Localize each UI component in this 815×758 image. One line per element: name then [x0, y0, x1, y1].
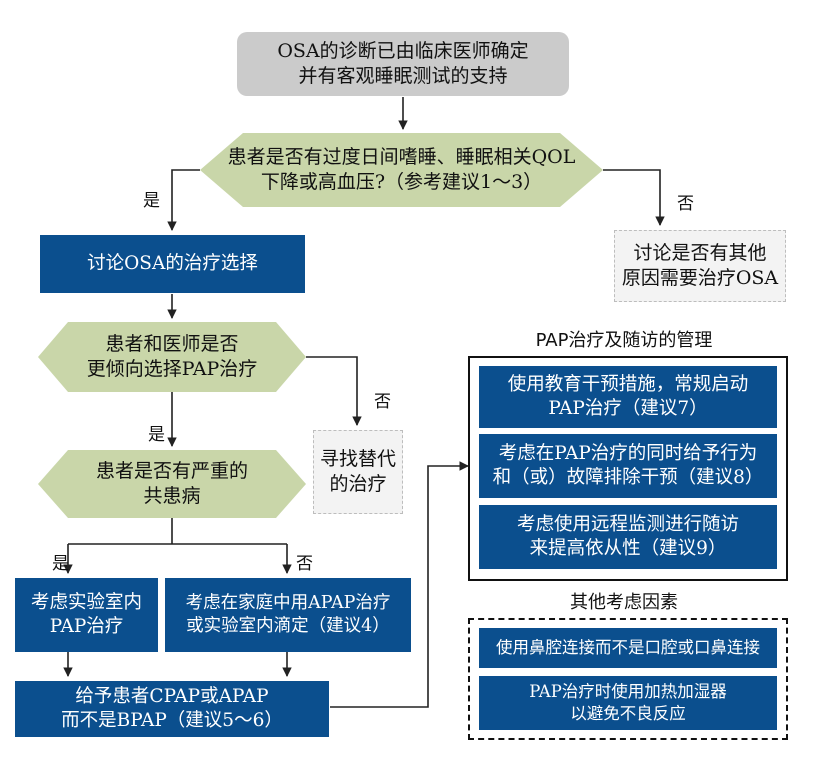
management-frame — [468, 356, 788, 581]
management-item-3-line-2: 来提高依从性（建议9） — [529, 538, 727, 559]
management-item-2: 考虑在PAP治疗的同时给予行为 和（或）故障排除干预（建议8） — [479, 434, 777, 498]
decision-shape-q2 — [38, 322, 306, 392]
management-item-2-line-2: 和（或）故障排除干预（建议8） — [492, 467, 764, 488]
q2-line-1: 患者和医师是否 — [105, 332, 239, 355]
decision-shape-q1 — [200, 133, 603, 207]
home-apap-line-2: 或实验室内滴定（建议4） — [186, 616, 390, 636]
decision-shape-q3 — [38, 450, 306, 518]
other-factor-item-1: 使用鼻腔连接而不是口腔或口鼻连接 — [479, 628, 777, 668]
decision-q2: 患者和医师是否 更倾向选择PAP治疗 — [52, 322, 292, 392]
q1-line-1: 患者是否有过度日间嗜睡、睡眠相关QOL — [227, 145, 576, 168]
alternative-line-1: 寻找替代 — [319, 447, 396, 470]
other-factors-title: 其他考虑因素 — [570, 592, 678, 613]
other-reason-line-1: 讨论是否有其他 — [633, 241, 767, 264]
q1-line-2: 下降或高血压?（参考建议1～3） — [260, 171, 543, 193]
label-q3-no: 否 — [296, 554, 313, 574]
management-item-1: 使用教育干预措施，常规启动 PAP治疗（建议7） — [479, 366, 777, 428]
cpap-line-1: 给予患者CPAP或APAP — [75, 685, 269, 707]
label-q1-yes: 是 — [143, 191, 160, 211]
arrow-q1-yes — [167, 169, 200, 231]
q3-line-2: 共患病 — [143, 485, 201, 507]
management-item-3: 考虑使用远程监测进行随访 来提高依从性（建议9） — [479, 505, 777, 569]
q3-line-1: 患者是否有严重的 — [95, 459, 248, 482]
decision-q1: 患者是否有过度日间嗜睡、睡眠相关QOL 下降或高血压?（参考建议1～3） — [214, 133, 589, 207]
management-item-2-line-1: 考虑在PAP治疗的同时给予行为 — [498, 442, 758, 464]
label-q2-yes: 是 — [148, 425, 165, 445]
lab-pap-line-1: 考虑实验室内 — [30, 591, 142, 613]
management-item-1-line-2: PAP治疗（建议7） — [548, 398, 708, 419]
label-q1-no: 否 — [677, 194, 694, 214]
arrow-cpap-to-management — [330, 461, 469, 708]
arrow-q2-no — [306, 356, 362, 426]
other-factor-item-2: PAP治疗时使用加热加湿器 以避免不良反应 — [479, 676, 777, 730]
q2-line-2: 更倾向选择PAP治疗 — [86, 358, 258, 380]
label-q2-no: 否 — [374, 392, 391, 412]
lab-pap-box: 考虑实验室内 PAP治疗 — [15, 578, 158, 652]
home-apap-box: 考虑在家庭中用APAP治疗 或实验室内滴定（建议4） — [165, 578, 411, 652]
cpap-line-2: 而不是BPAP（建议5～6） — [61, 710, 283, 731]
other-factor-item-2-line-1: PAP治疗时使用加热加湿器 — [529, 682, 727, 702]
alternative-treatment-box: 寻找替代 的治疗 — [313, 430, 403, 514]
arrow-q1-no — [603, 169, 665, 226]
decision-q3: 患者是否有严重的 共患病 — [52, 450, 292, 518]
other-factor-item-1-line-1: 使用鼻腔连接而不是口腔或口鼻连接 — [496, 638, 760, 658]
start-line-2: 并有客观睡眠测试的支持 — [298, 65, 508, 87]
start-line-1: OSA的诊断已由临床医师确定 — [277, 39, 529, 62]
other-reason-box: 讨论是否有其他 原因需要治疗OSA — [614, 230, 786, 302]
start-box: OSA的诊断已由临床医师确定 并有客观睡眠测试的支持 — [237, 32, 569, 96]
alternative-line-2: 的治疗 — [329, 473, 387, 495]
lab-pap-line-2: PAP治疗 — [49, 616, 124, 637]
other-reason-line-2: 原因需要治疗OSA — [621, 267, 779, 289]
discuss-treatment-label: 讨论OSA的治疗选择 — [87, 252, 258, 274]
line-q3-split — [68, 518, 287, 545]
discuss-treatment-box: 讨论OSA的治疗选择 — [40, 235, 305, 293]
other-factors-frame — [468, 618, 788, 740]
management-item-1-line-1: 使用教育干预措施，常规启动 — [507, 373, 749, 395]
management-item-3-line-1: 考虑使用远程监测进行随访 — [516, 513, 739, 535]
home-apap-line-1: 考虑在家庭中用APAP治疗 — [185, 592, 391, 613]
other-factor-item-2-line-2: 以避免不良反应 — [570, 704, 686, 723]
management-title: PAP治疗及随访的管理 — [535, 330, 713, 351]
cpap-box: 给予患者CPAP或APAP 而不是BPAP（建议5～6） — [15, 681, 329, 737]
label-q3-yes: 是 — [52, 554, 69, 574]
